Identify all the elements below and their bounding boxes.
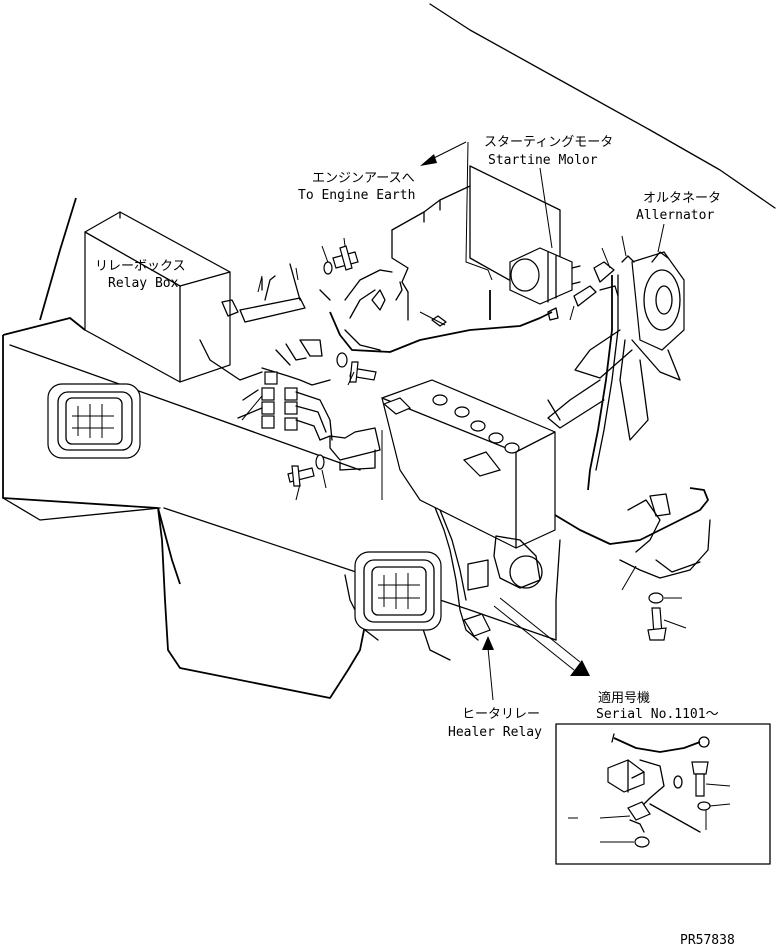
engine-earth-arrow-head (420, 154, 437, 166)
detail-arrow-head (570, 660, 590, 676)
cooling-fan (547, 329, 681, 441)
engine-earth-label-jp: エンジンアースへ (312, 171, 415, 186)
alternator-icon (631, 251, 685, 351)
relay-box-label-jp: リレーボックス (95, 259, 186, 274)
harness-connector (627, 499, 661, 553)
harness-leader (621, 565, 637, 591)
bolt-icon (647, 607, 687, 641)
relay-box-icon (84, 211, 231, 383)
detail-arrow (493, 597, 581, 671)
heater-relay-icon (463, 535, 543, 637)
starting-motor-leader (539, 167, 553, 249)
engine-earth-arrow (429, 141, 467, 161)
part-number: PR57838 (680, 933, 735, 946)
alternator-harness (547, 235, 635, 491)
alternator-label-jp: オルタネータ (643, 191, 721, 206)
work-light-icon (47, 383, 141, 459)
relay-box-label-en: Relay Box (108, 276, 179, 291)
cab-roof-edge (429, 3, 776, 209)
heater-relay-label-en: Healer Relay (448, 725, 542, 740)
serial-detail-parts (568, 733, 731, 848)
starting-motor-icon (509, 247, 581, 305)
battery-icon (381, 379, 556, 549)
harness-clip (649, 493, 671, 517)
starting-motor-label-jp: スターティングモータ (484, 135, 613, 150)
heater-relay-leader (487, 647, 494, 701)
engine-block (344, 165, 561, 351)
washer-icon (648, 592, 682, 604)
engine-earth-leader (465, 141, 493, 281)
washer-icon (315, 454, 327, 489)
engine-earth-label-en: To Engine Earth (298, 188, 415, 203)
serial-label-jp: 適用号機 (598, 690, 650, 706)
bolt-icon (347, 361, 377, 386)
heater-relay-arrow-head (482, 636, 494, 650)
washer-icon (323, 261, 333, 275)
work-light-icon (354, 551, 442, 631)
alternator-label-en: Allernator (636, 208, 714, 223)
alternator-leader (657, 223, 665, 253)
serial-label-en: Serial No.1101～ (596, 707, 719, 722)
heater-relay-label-jp: ヒータリレー (462, 707, 540, 722)
serial-detail-box (555, 723, 771, 865)
relay-box-harness (199, 263, 383, 500)
bolt-icon (321, 237, 359, 271)
starting-motor-label-en: Startine Molor (488, 153, 598, 168)
bolt-icon (287, 465, 315, 501)
washer-icon (336, 352, 348, 368)
relay-leaders (241, 267, 299, 421)
